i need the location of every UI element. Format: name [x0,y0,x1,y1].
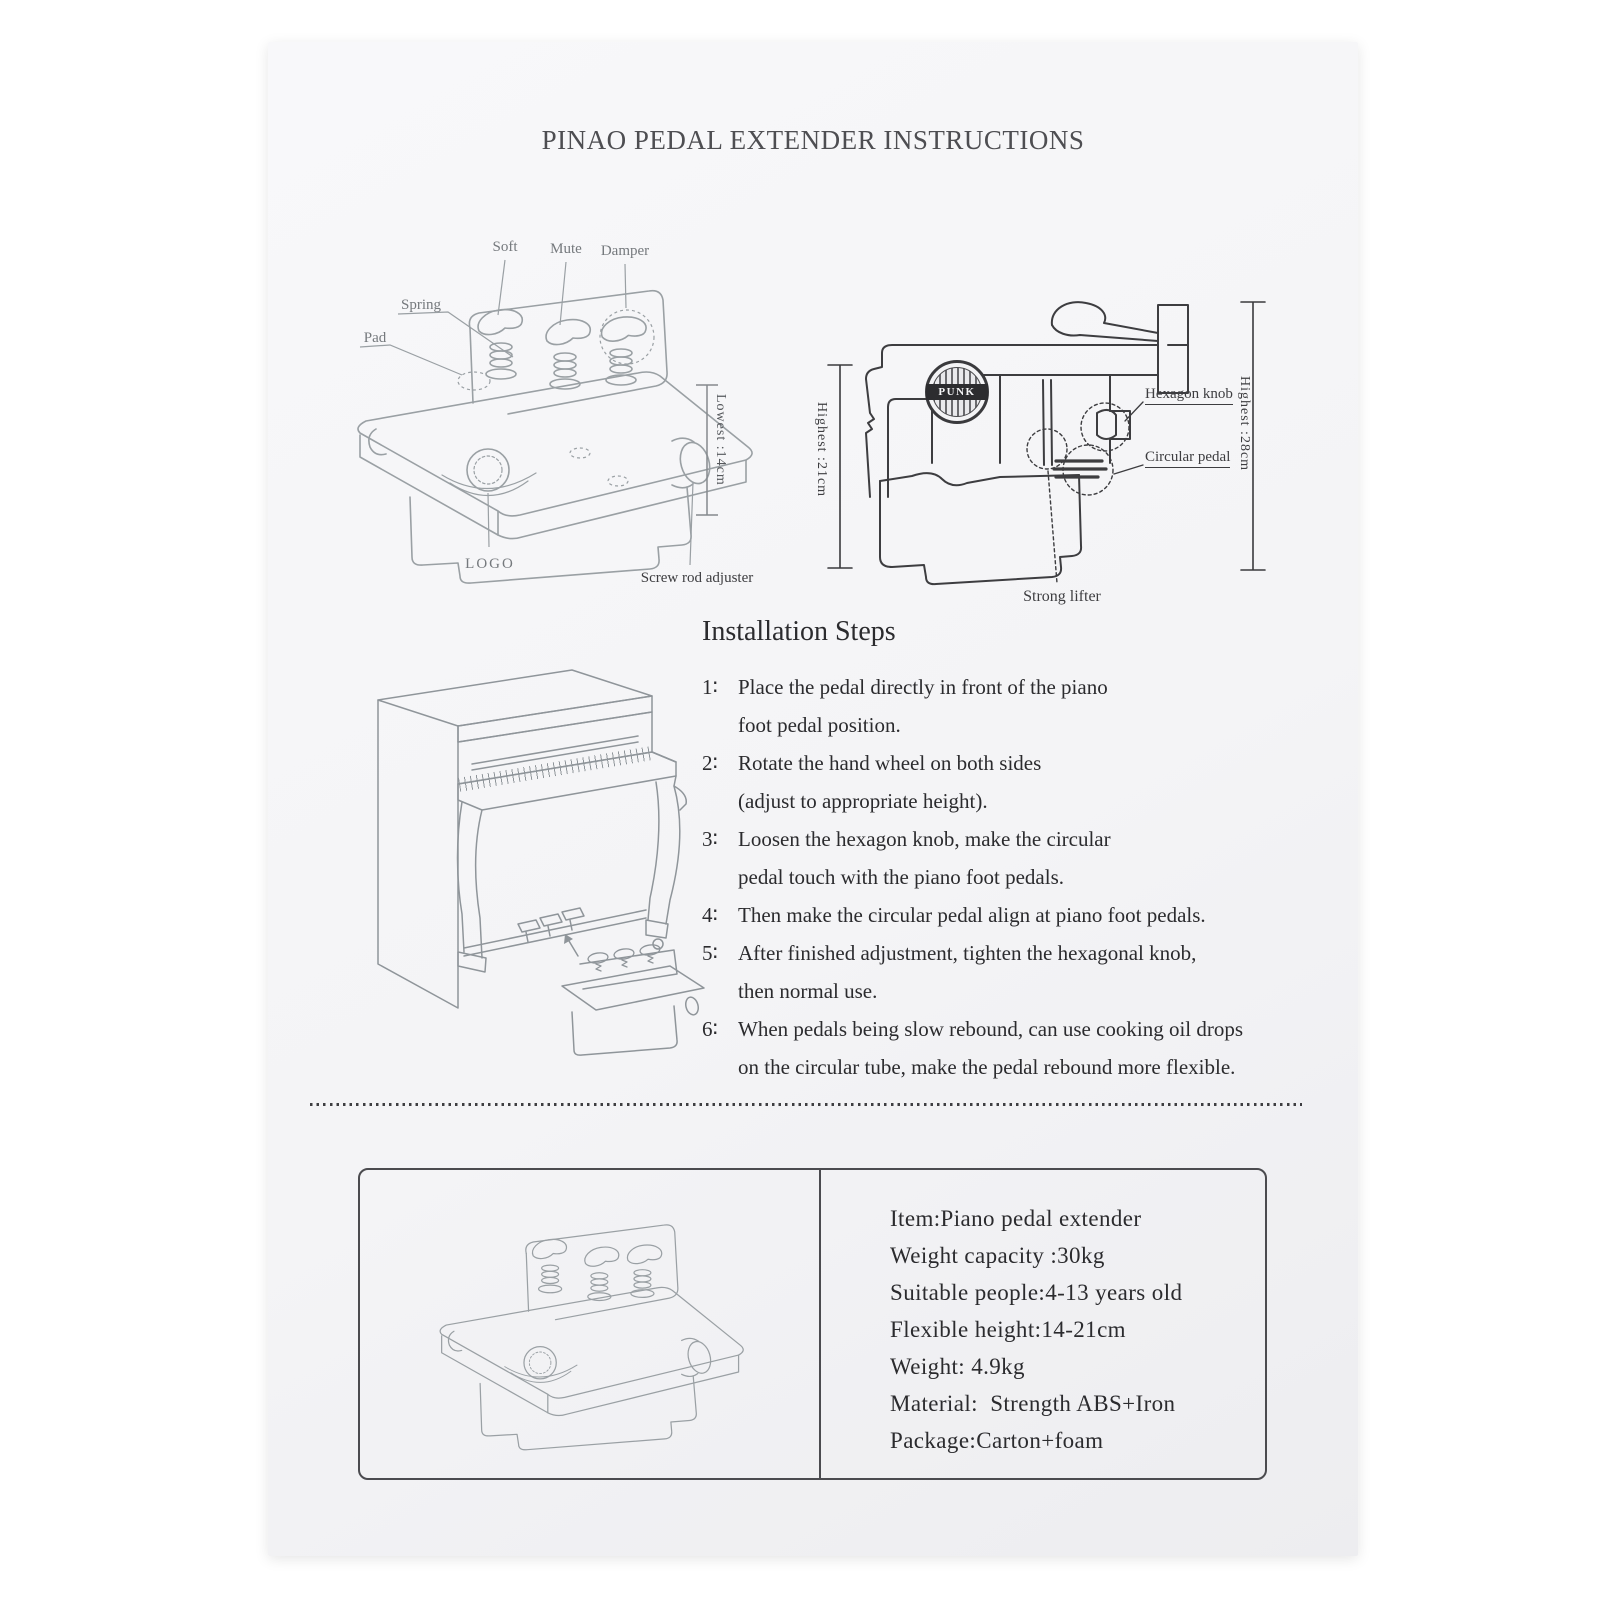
side-dimension-highest-21: Highest :21cm [814,402,829,498]
spec-weight: Weight: 4.9kg [890,1354,1025,1379]
instruction-sheet: PINAO PEDAL EXTENDER INSTRUCTIONS Soft M… [268,42,1358,1556]
dotted-separator [310,1103,1302,1106]
side-label-strong-lifter: Strong lifter [1023,588,1101,605]
side-diagram-drawing [827,301,1266,586]
front-label-screw-rod-adjuster: Screw rod adjuster [640,570,754,586]
product-drawing [378,1182,813,1482]
install-step-3: 3∶ Loosen the hexagon knob, make the cir… [702,827,1111,889]
spec-box [358,1168,1267,1480]
installation-steps-heading: Installation Steps [702,616,896,647]
page-title: PINAO PEDAL EXTENDER INSTRUCTIONS [541,125,1085,155]
spec-suitable-people: Suitable people:4-13 years old [890,1280,1183,1305]
front-label-spring: Spring [400,297,442,313]
spec-weight-capacity: Weight capacity :30kg [890,1243,1105,1268]
front-label-logo: LOGO [465,556,515,572]
install-step-1: 1∶ Place the pedal directly in front of … [702,675,1108,737]
front-dimension-lowest: Lowest :14cm [713,394,728,486]
side-label-hexagon-knob: Hexagon knob [1145,386,1233,405]
punk-brand-logo: PUNK [925,360,989,424]
side-dimension-highest-28: Highest :28cm [1237,376,1252,472]
spec-box-divider [819,1170,821,1478]
install-step-5: 5∶ After finished adjustment, tighten th… [702,941,1197,1003]
spec-material: Material: Strength ABS+Iron [890,1391,1176,1416]
spec-list: Item:Piano pedal extender Weight capacit… [890,1200,1182,1459]
front-label-soft: Soft [492,239,518,255]
front-label-mute: Mute [550,241,582,257]
install-step-4: 4∶ Then make the circular pedal align at… [702,903,1206,927]
spec-flexible-height: Flexible height:14-21cm [890,1317,1126,1342]
front-label-damper: Damper [600,243,650,259]
punk-logo-text: PUNK [926,384,988,400]
install-step-2: 2∶ Rotate the hand wheel on both sides (… [702,751,1042,813]
piano-installation-drawing [377,669,705,1056]
side-label-circular-pedal: Circular pedal [1145,449,1231,468]
spec-package: Package:Carton+foam [890,1428,1104,1453]
front-label-pad: Pad [363,330,387,346]
front-diagram-drawing [350,259,780,595]
install-step-6: 6∶ When pedals being slow rebound, can u… [702,1017,1244,1079]
spec-item: Item:Piano pedal extender [890,1206,1142,1231]
